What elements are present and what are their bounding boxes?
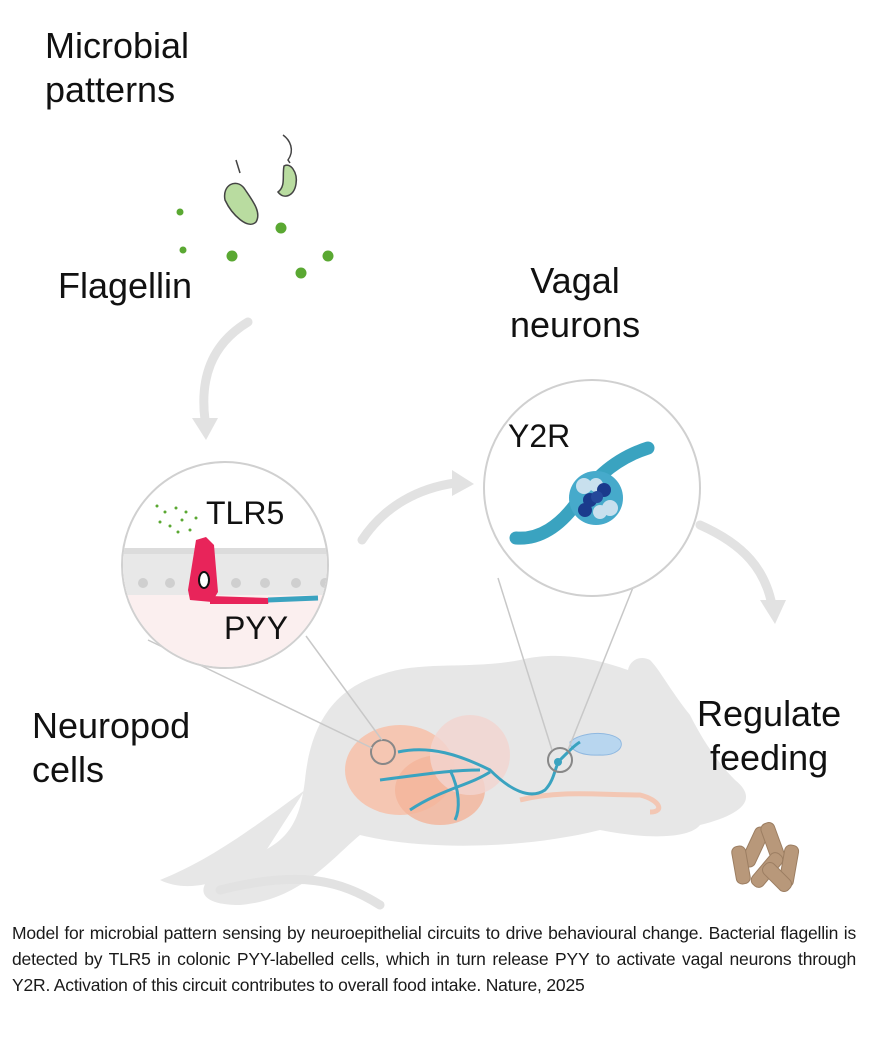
y2r-label: Y2R <box>508 418 571 454</box>
microbial-line: Microbial <box>45 25 190 66</box>
patterns-line: patterns <box>45 69 176 111</box>
vagal-line: Vagal <box>530 260 620 301</box>
flagellin-dots <box>176 208 334 279</box>
flow-arrows <box>199 317 777 910</box>
vagal-ganglion-dot <box>554 758 562 766</box>
pyy-label: PYY <box>224 610 289 646</box>
vagal-nerve <box>379 740 581 821</box>
vagal-neurons-label: Vagal neurons <box>510 255 640 351</box>
figure-caption: Model for microbial pattern sensing by n… <box>12 923 856 995</box>
regulate-line: Regulate <box>697 693 842 734</box>
diagram-canvas <box>121 134 800 910</box>
flagellin-label: Flagellin <box>58 265 193 306</box>
tlr5-label: TLR5 <box>206 495 285 531</box>
food-pellets-icon <box>731 822 800 892</box>
regulate-feeding-label: Regulate feeding <box>697 688 841 784</box>
arrowheads <box>192 418 786 624</box>
ganglion-zoom-marker <box>547 747 573 773</box>
microbial-patterns-label: Microbial patterns <box>45 20 189 116</box>
bacteria-icon <box>223 134 298 225</box>
cells-line: cells <box>32 749 105 791</box>
neurons-line: neurons <box>510 304 641 346</box>
neuropod-inset <box>121 461 329 669</box>
neuropod-line: Neuropod <box>32 705 191 746</box>
vagal-inset <box>483 379 701 597</box>
neuropod-cells-label: Neuropod cells <box>32 700 190 796</box>
feeding-line: feeding <box>710 737 829 779</box>
gut-zoom-marker <box>370 739 396 765</box>
brain <box>569 733 622 756</box>
